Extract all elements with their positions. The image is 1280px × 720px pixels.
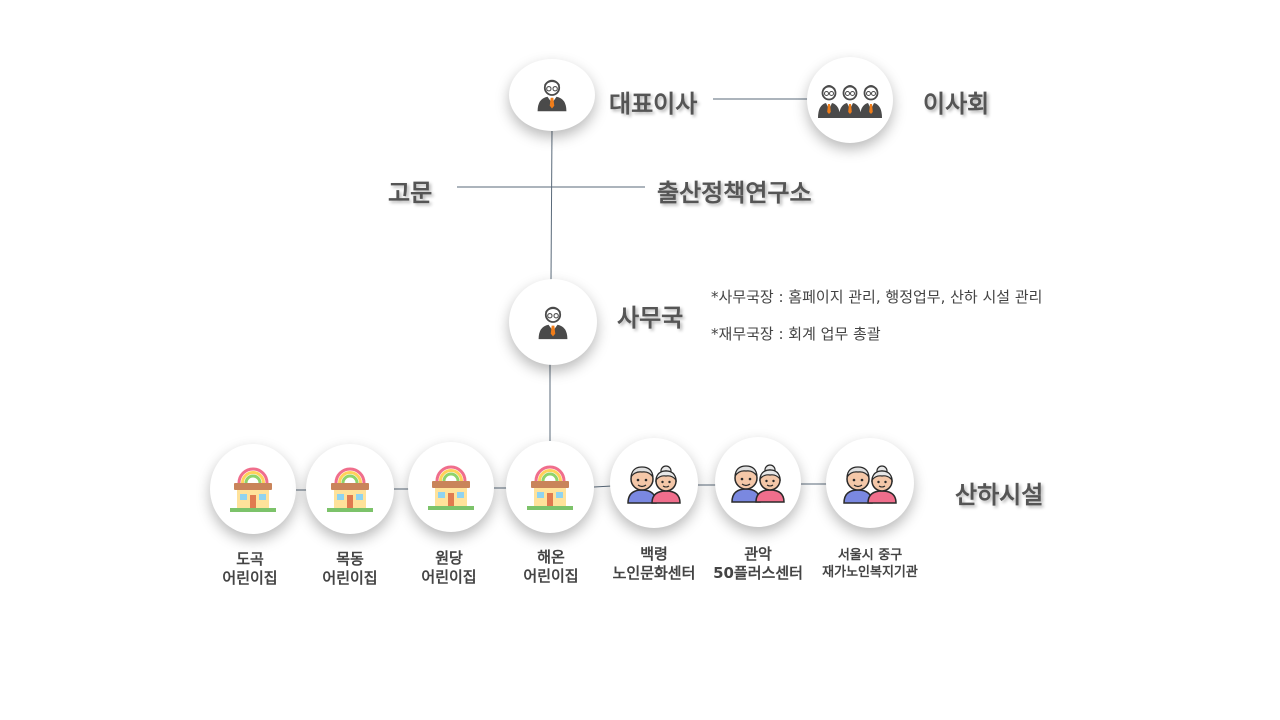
- facility-label-baengnyeong: 백령 노인문화센터: [612, 545, 696, 582]
- institute-title: 출산정책연구소: [657, 179, 812, 207]
- facility-node-dogok: [210, 444, 296, 534]
- kindergarten-icon: [327, 467, 373, 512]
- kindergarten-icon: [428, 465, 474, 510]
- elderly-couple-icon: [627, 465, 681, 504]
- advisor-title: 고문: [388, 179, 433, 207]
- board-members-icon: [818, 85, 882, 118]
- ceo-node: [509, 59, 595, 131]
- facility-label-mokdong: 목동 어린이집: [322, 550, 378, 587]
- elderly-couple-icon: [731, 464, 785, 503]
- finance-director-note: *재무국장 : 회계 업무 총괄: [711, 325, 881, 343]
- facility-node-wondang: [408, 442, 494, 532]
- office-title: 사무국: [617, 304, 684, 332]
- kindergarten-icon: [527, 465, 573, 510]
- facility-node-gwanak: [715, 437, 801, 527]
- secretary-general-note: *사무국장 : 홈페이지 관리, 행정업무, 산하 시설 관리: [711, 288, 1043, 306]
- ceo-title: 대표이사: [609, 90, 698, 118]
- facility-node-junggu: [826, 438, 914, 528]
- board-node: [807, 57, 893, 143]
- businessman-icon: [537, 79, 567, 112]
- ceo-office-connector: [550, 127, 553, 281]
- board-title: 이사회: [923, 90, 990, 118]
- facility-node-mokdong: [306, 444, 394, 534]
- kindergarten-icon: [230, 467, 276, 512]
- elderly-couple-icon: [843, 465, 897, 504]
- facility-label-haeon: 해온 어린이집: [523, 548, 579, 585]
- facility-label-dogok: 도곡 어린이집: [222, 550, 278, 587]
- affiliates-title: 산하시설: [955, 481, 1044, 509]
- facility-label-gwanak: 관악 50플러스센터: [713, 545, 803, 582]
- facility-label-wondang: 원당 어린이집: [421, 549, 477, 586]
- facility-connector: [593, 485, 613, 488]
- office-node: [509, 279, 597, 365]
- businessman-icon: [538, 306, 568, 340]
- facility-node-haeon: [506, 441, 594, 533]
- facility-node-baengnyeong: [610, 438, 698, 528]
- facility-label-junggu: 서울시 중구 재가노인복지기관: [822, 548, 918, 580]
